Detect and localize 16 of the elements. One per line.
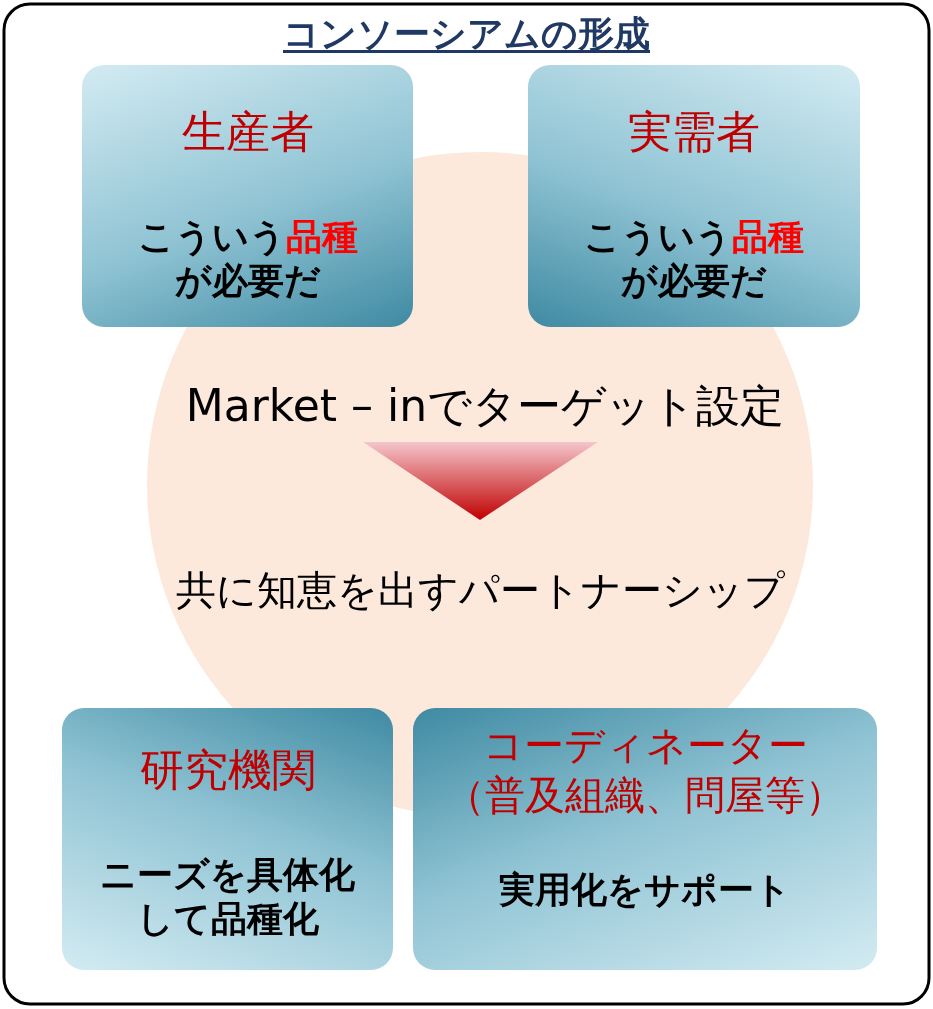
group-box <box>528 65 860 327</box>
center-text: Market – inでターゲット設定 <box>170 370 800 442</box>
group-box <box>62 708 393 970</box>
group-box <box>82 65 413 327</box>
group-box <box>413 708 877 970</box>
box-heading: 実需者 <box>627 105 761 159</box>
box-text: こういう品種が必要だ <box>136 215 359 303</box>
arrow <box>363 442 598 520</box>
box-heading: 研究機関 <box>138 743 317 797</box>
box-text: こういう品種が必要だ <box>583 215 805 303</box>
box-heading: コーディネーター（普及組織、問屋等） <box>444 721 846 820</box>
box-text: 実用化をサポート <box>498 868 792 912</box>
box-heading: 生産者 <box>180 105 315 159</box>
title: コンソーシアムの形成 <box>282 12 651 56</box>
box-text: ニーズを具体化して品種化 <box>99 853 356 941</box>
center-text: 共に知恵を出すパートナーシップ <box>150 520 810 620</box>
